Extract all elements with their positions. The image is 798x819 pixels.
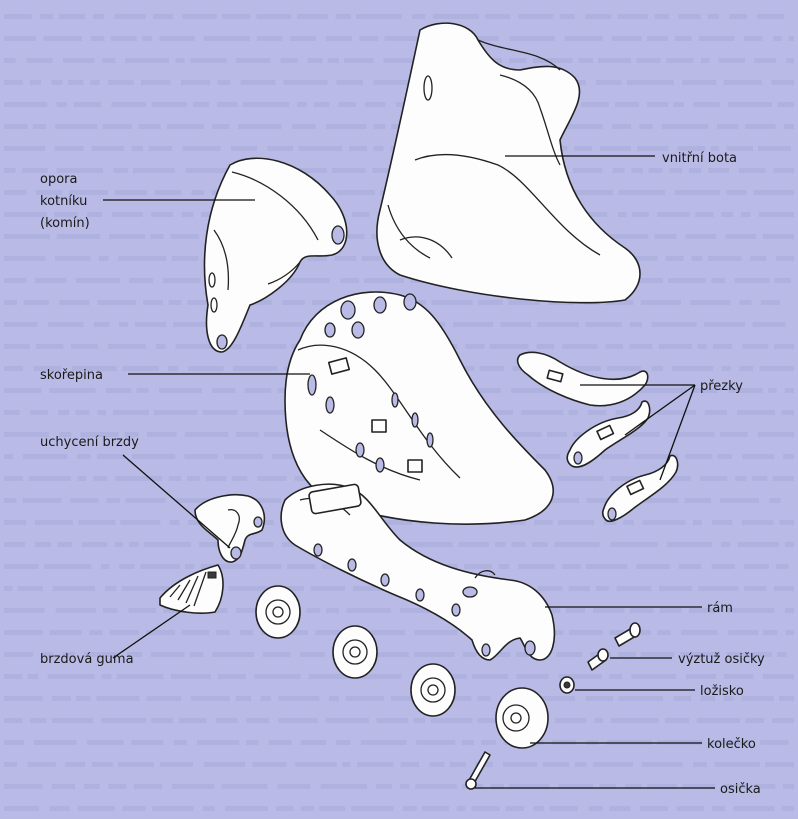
label-opora-line1: opora (40, 172, 77, 187)
label-opora-line2: kotníku (40, 194, 87, 209)
axle-bolt (615, 623, 640, 646)
inner-boot (377, 23, 640, 303)
label-opora-line3: (komín) (40, 216, 90, 231)
wheel-4 (496, 688, 548, 748)
label-vyztuz-osicky: výztuž osičky (678, 652, 765, 667)
bearing (560, 677, 574, 693)
axle-spacer (588, 649, 608, 670)
label-lozisko: ložisko (700, 684, 744, 699)
axle (466, 752, 490, 789)
wheel-2 (333, 626, 377, 678)
label-ram: rám (707, 601, 733, 616)
leader-brzdova-guma (113, 605, 190, 658)
wheel-3 (411, 664, 455, 716)
wheel-1 (256, 586, 300, 638)
brake-pad (160, 565, 223, 613)
label-kolecko: kolečko (707, 737, 756, 752)
label-uchyceni-brzdy: uchycení brzdy (40, 435, 139, 450)
label-vnitrni-bota: vnitřní bota (662, 151, 737, 166)
label-brzdova-guma: brzdová guma (40, 652, 134, 667)
brake-mount (195, 495, 264, 562)
label-osicka: osička (720, 782, 761, 797)
label-prezky: přezky (700, 379, 743, 394)
label-skorepina: skořepina (40, 368, 103, 383)
